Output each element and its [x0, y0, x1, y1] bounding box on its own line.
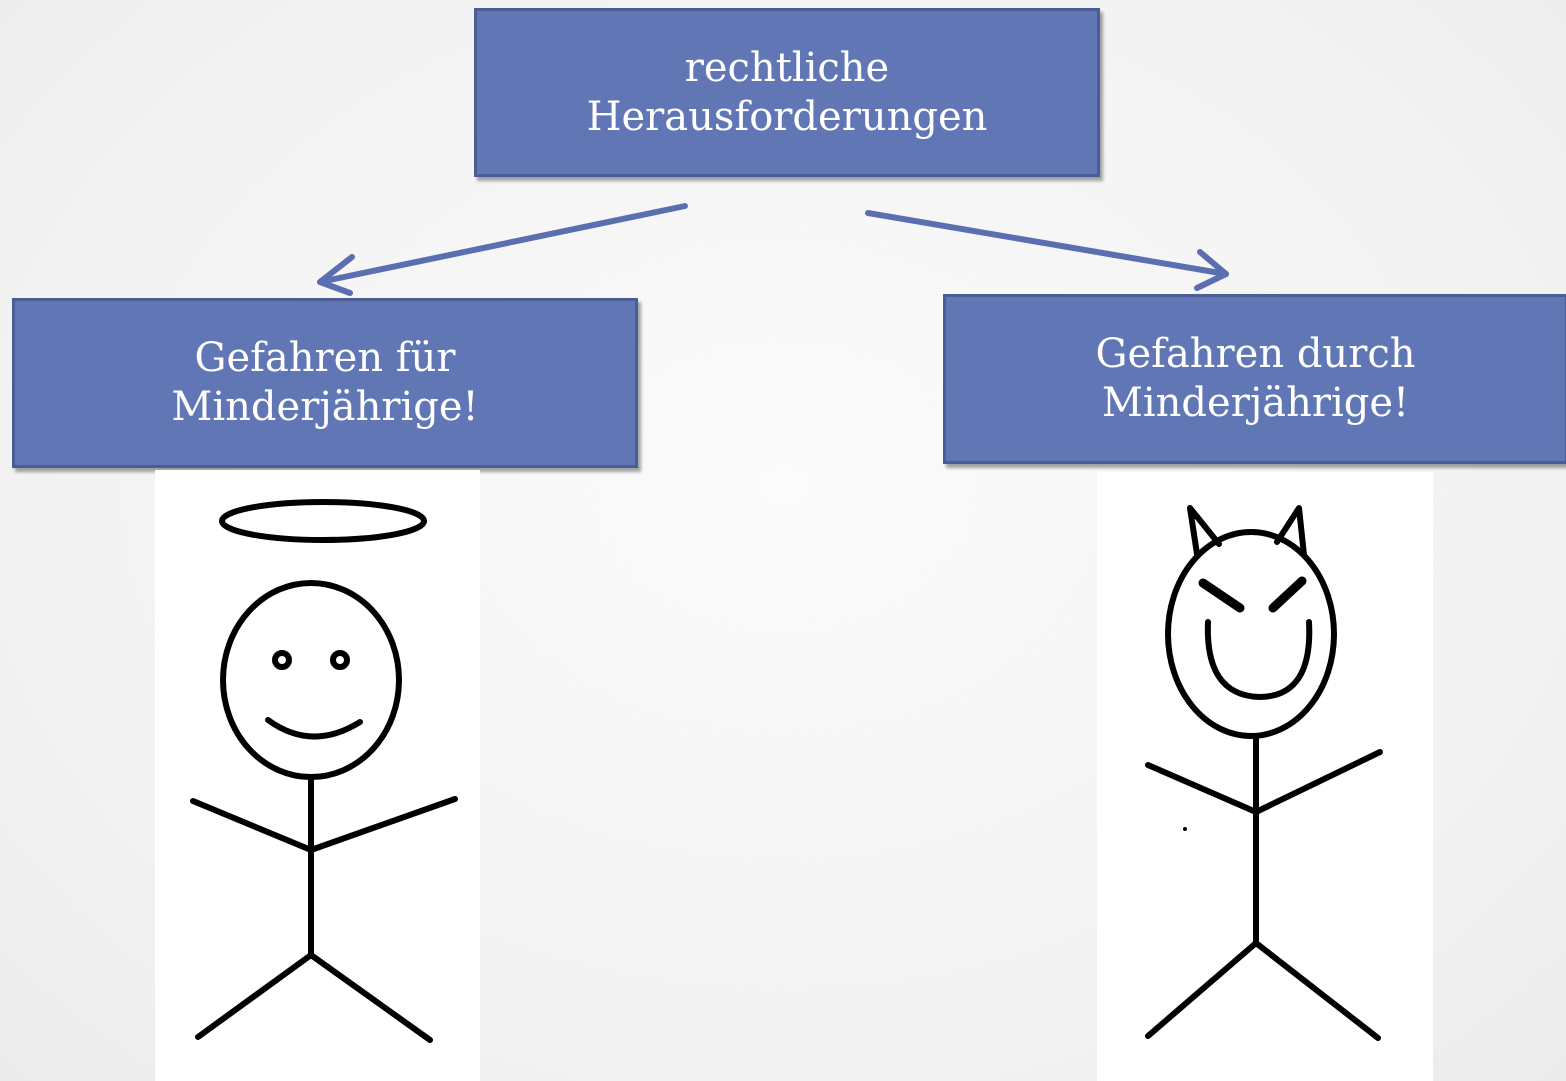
angel-right-eye [330, 650, 350, 670]
right-node-line-1: Gefahren durch [1095, 331, 1416, 378]
halo-icon [219, 499, 427, 543]
devil-right-brow [1268, 576, 1307, 613]
angel-left-leg [195, 952, 314, 1040]
left-node-line-1: Gefahren für [194, 335, 456, 382]
left-node-line-2: Minderjährige! [171, 384, 479, 430]
angel-right-leg [308, 952, 433, 1043]
devil-left-arm [1145, 762, 1259, 815]
right-node-line-2: Minderjährige! [1101, 380, 1410, 426]
angel-right-arm [308, 796, 458, 853]
branch-node-dangers-for-minors: Gefahren für Minderjährige! [12, 298, 638, 468]
root-node-legal-challenges: rechtliche Herausforderungen [474, 8, 1100, 177]
devil-right-horn [1274, 505, 1307, 558]
angel-stick-figure-icon [190, 499, 458, 1043]
angel-left-arm [190, 798, 314, 853]
devil-right-leg [1253, 940, 1381, 1041]
devil-right-arm [1253, 749, 1383, 815]
devil-grin [1204, 619, 1313, 700]
angel-smile [265, 717, 363, 740]
stray-dot [1183, 827, 1187, 831]
arrow-to-right-branch [865, 210, 1229, 291]
branch-node-dangers-from-minors: Gefahren durch Minderjährige! [943, 294, 1566, 464]
devil-head [1165, 529, 1337, 739]
devil-left-leg [1145, 940, 1259, 1039]
devil-illustration-panel [1097, 472, 1433, 1081]
devil-left-horn [1187, 505, 1222, 557]
root-node-line-2: Herausforderungen [586, 93, 988, 140]
root-node-line-1: rechtliche [684, 44, 890, 91]
devil-stick-figure-icon [1145, 505, 1383, 1041]
devil-left-brow [1198, 578, 1245, 613]
arrow-to-left-branch [317, 203, 688, 296]
angel-head [220, 580, 402, 780]
angel-left-eye [272, 650, 292, 670]
